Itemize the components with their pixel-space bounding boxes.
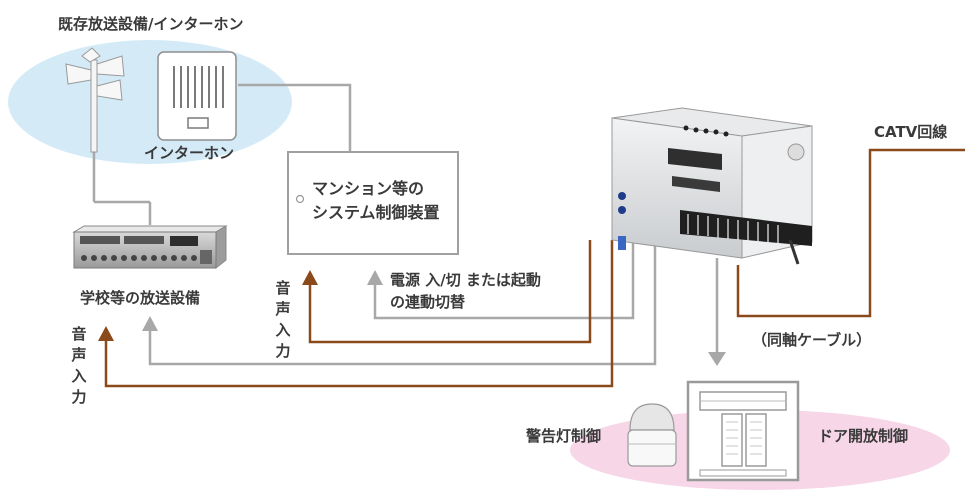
mansion-control-label-line1: マンション等の [312,179,425,198]
voice-input-label-b: 音声入力 [275,279,291,360]
broadcast-amplifier-icon [72,225,228,270]
warning-lamp-icon [627,403,677,467]
mansion-control-indicator-icon [295,194,305,204]
coax-cable-label: （同軸ケーブル） [752,331,872,349]
speaker-pole-icon [65,47,125,153]
intercom-icon [157,51,237,141]
brown-connection-lines [104,148,965,388]
control-device-icon [611,107,813,265]
existing-equipment-title: 既存放送設備/インターホン [58,15,244,33]
brown-arrowheads [98,270,318,341]
gray-connection-lines [92,83,719,366]
automatic-door-icon [686,380,800,482]
power-switch-label-line2: の連動切替 [390,293,466,311]
catv-line-label: CATV回線 [874,123,948,141]
power-switch-label-line1: 電源 入/切 または起動 [390,271,541,289]
door-open-label: ドア開放制御 [818,427,909,445]
intercom-label: インターホン [144,144,235,162]
school-broadcast-label: 学校等の放送設備 [80,289,201,307]
mansion-control-label-line2: システム制御装置 [312,203,440,222]
warning-lamp-label: 警告灯制御 [526,427,602,445]
mansion-control-box [287,151,459,255]
voice-input-label-a: 音声入力 [71,325,87,406]
gray-arrowheads [142,270,726,366]
